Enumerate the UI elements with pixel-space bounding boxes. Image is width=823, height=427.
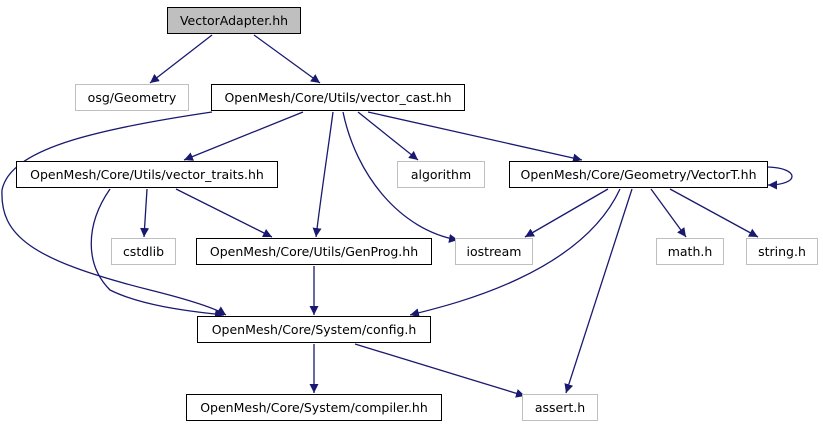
edge-config-to-assert-h [354,343,526,398]
edge-vectort-to-string-h [669,188,759,238]
edge-vector-traits-to-config [90,188,225,319]
node-compiler[interactable]: OpenMesh/Core/System/compiler.hh [186,394,442,421]
node-vector-adapter: VectorAdapter.hh [167,7,301,34]
edge-vector-cast-to-algorithm [357,111,419,161]
node-vector-traits[interactable]: OpenMesh/Core/Utils/vector_traits.hh [16,161,278,188]
node-vectort[interactable]: OpenMesh/Core/Geometry/VectorT.hh [509,161,768,188]
node-genprog[interactable]: OpenMesh/Core/Utils/GenProg.hh [196,238,432,265]
edge-vectort-to-math-h [650,188,687,238]
node-algorithm: algorithm [397,161,485,188]
edge-vector-traits-to-genprog [175,188,273,238]
node-math-h: math.h [656,238,724,265]
edge-vector-adapter-to-vector-cast [253,34,321,84]
edge-vector-cast-to-genprog [312,111,334,238]
edge-vector-adapter-to-osg-geometry [149,34,213,84]
node-cstdlib: cstdlib [111,238,176,265]
edge-vectort-to-iostream [524,188,609,238]
node-iostream: iostream [455,238,533,265]
edge-vectort-to-assert-h [564,188,633,394]
edge-vector-cast-to-vectort [367,111,583,163]
edge-vector-cast-to-vector-traits [183,111,304,161]
edge-vector-cast-to-iostream [342,111,459,243]
node-vector-cast[interactable]: OpenMesh/Core/Utils/vector_cast.hh [211,84,465,111]
node-config[interactable]: OpenMesh/Core/System/config.h [197,316,431,343]
node-string-h: string.h [746,238,818,265]
edge-vectort-to-vectort [767,166,793,190]
edge-vector-cast-to-config [1,111,227,316]
edge-vectort-to-config [409,188,621,318]
node-osg-geometry: osg/Geometry [75,84,189,111]
node-assert-h: assert.h [522,394,598,421]
edge-vector-traits-to-cstdlib [140,188,150,238]
